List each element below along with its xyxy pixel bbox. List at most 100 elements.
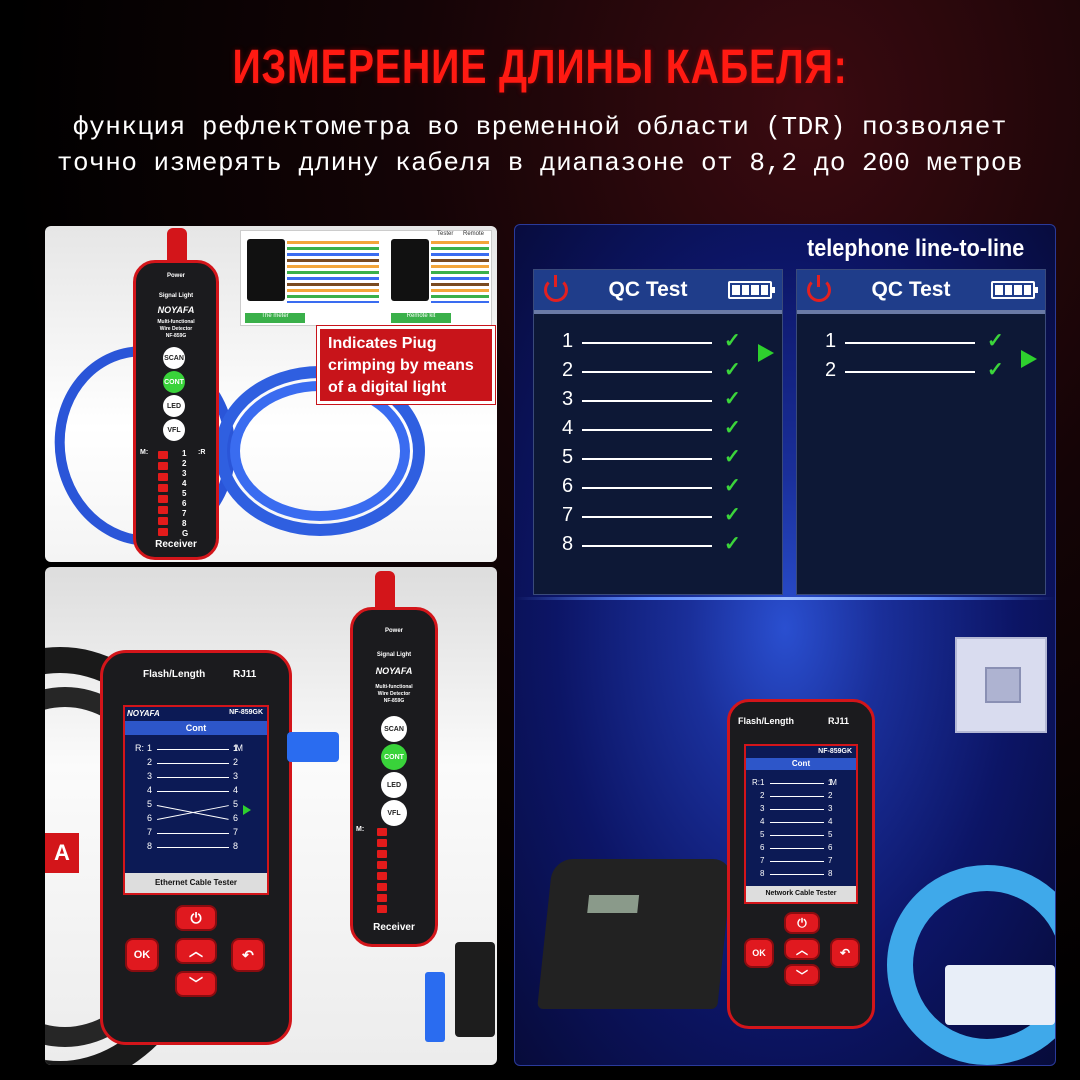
- led-indicator-column: [158, 451, 168, 536]
- crimping-callout: Indicates Piug crimping by means of a di…: [317, 326, 495, 404]
- scan-button[interactable]: SCAN: [163, 347, 185, 369]
- pin-left: 3: [147, 771, 153, 781]
- check-icon: ✓: [724, 446, 741, 468]
- check-icon: ✓: [724, 388, 741, 410]
- wire-line: [582, 429, 712, 431]
- qc-row: 6✓: [534, 475, 782, 501]
- rj11-label: RJ11: [828, 716, 850, 726]
- wire-line: [770, 796, 824, 797]
- rj11-label: RJ11: [233, 669, 257, 680]
- signal-light-label: Signal Light: [376, 652, 412, 658]
- receiver-probe-tip: [375, 571, 395, 617]
- pin-left: 3: [760, 804, 765, 813]
- pin-right: 6: [233, 813, 239, 823]
- brand-logo: NOYAFA: [157, 305, 195, 315]
- pin-number: 3: [562, 388, 574, 410]
- wire-line: [582, 516, 712, 518]
- pin-left: 4: [760, 817, 765, 826]
- battery-icon: [728, 281, 775, 299]
- screen-mode-header: Cont: [125, 721, 267, 735]
- check-icon: ✓: [724, 533, 741, 555]
- back-button[interactable]: ↶: [830, 938, 860, 968]
- wire-line: [582, 545, 712, 547]
- pin-left: 4: [147, 785, 153, 795]
- rj45-plug-2: [425, 972, 445, 1042]
- wire-line: [770, 835, 824, 836]
- ok-button[interactable]: OK: [125, 938, 159, 972]
- check-icon: ✓: [724, 417, 741, 439]
- page-title: ИЗМЕРЕНИЕ ДЛИНЫ КАБЕЛЯ:: [232, 41, 848, 94]
- qc-row: 1✓: [797, 330, 1045, 356]
- pin-number: 1: [562, 330, 574, 352]
- pin-number: 6: [562, 475, 574, 497]
- tester-footer-label: Ethernet Cable Tester: [125, 873, 267, 893]
- receiver-label: Receiver: [155, 539, 197, 550]
- pin-left: 6: [760, 843, 765, 852]
- wire-line: [157, 776, 229, 778]
- r-label: :R: [198, 449, 206, 456]
- pin-right: 5: [233, 799, 239, 809]
- vfl-button[interactable]: VFL: [163, 419, 185, 441]
- check-icon: ✓: [724, 330, 741, 352]
- model-line-3: NF-859G: [165, 333, 187, 339]
- subtitle-line-2: точно измерять длину кабеля в диапазоне …: [56, 148, 1024, 178]
- wire-strands-left: [287, 241, 379, 303]
- scan-button[interactable]: SCAN: [381, 716, 407, 742]
- cont-button[interactable]: CONT: [381, 744, 407, 770]
- wire-line: [845, 371, 975, 373]
- model-label: NF-859GK: [229, 709, 263, 716]
- telephone-caption: telephone line-to-line: [807, 235, 1025, 262]
- wire-line: [845, 342, 975, 344]
- pin-left: 5: [147, 799, 153, 809]
- wire-line: [157, 762, 229, 764]
- pin-right: 4: [828, 817, 833, 826]
- cont-button[interactable]: CONT: [163, 371, 185, 393]
- qc-row: 1✓: [534, 330, 782, 356]
- pin-right: 3: [828, 804, 833, 813]
- ok-button[interactable]: OK: [744, 938, 774, 968]
- led-button[interactable]: LED: [163, 395, 185, 417]
- pin-right: 8: [233, 841, 239, 851]
- tester-footer-label: Network Cable Tester: [746, 886, 856, 902]
- remote-kit-caption: Remote kit: [391, 313, 451, 323]
- qc-header: QC Test: [797, 270, 1045, 310]
- up-button[interactable]: ︿: [784, 938, 820, 960]
- down-button[interactable]: ﹀: [175, 971, 217, 997]
- pin-right: 7: [828, 856, 833, 865]
- telephone-line-test-panel: telephone line-to-line QC Test 1✓2✓3✓4✓5…: [514, 224, 1056, 1066]
- pin-left: 7: [760, 856, 765, 865]
- pin-right: 6: [828, 843, 833, 852]
- pin-right: 7: [233, 827, 239, 837]
- play-indicator-icon: [1021, 350, 1037, 368]
- brand-logo: NOYAFA: [375, 666, 413, 676]
- wall-socket: [955, 637, 1047, 733]
- back-button[interactable]: ↶: [231, 938, 265, 972]
- tester-kit-photo: A Flash/Length RJ11 NOYAFA NF-859GK Cont…: [45, 567, 497, 1065]
- brand-logo: NOYAFA: [127, 709, 160, 718]
- pin-number: 2: [825, 359, 837, 381]
- pin-left: 6: [147, 813, 153, 823]
- pin-number: 2: [562, 359, 574, 381]
- model-line-1: Multi-functional: [157, 319, 195, 325]
- play-indicator-icon: [758, 344, 774, 362]
- play-indicator-icon: [243, 805, 251, 815]
- pin-left: 7: [147, 827, 153, 837]
- flash-length-label: Flash/Length: [143, 669, 206, 680]
- pin-left: 1: [147, 743, 153, 753]
- check-icon: ✓: [724, 475, 741, 497]
- vfl-button[interactable]: VFL: [381, 800, 407, 826]
- power-button[interactable]: ⏻: [784, 912, 820, 934]
- wire-strands-right: [431, 241, 489, 303]
- wire-line: [770, 809, 824, 810]
- down-button[interactable]: ﹀: [784, 964, 820, 986]
- pin-number: 1: [825, 330, 837, 352]
- power-label: Power: [166, 273, 185, 279]
- rj45-plug: [287, 732, 339, 762]
- power-button[interactable]: ⏻: [175, 905, 217, 931]
- led-button[interactable]: LED: [381, 772, 407, 798]
- wire-line: [582, 342, 712, 344]
- up-button[interactable]: ︿: [175, 938, 217, 964]
